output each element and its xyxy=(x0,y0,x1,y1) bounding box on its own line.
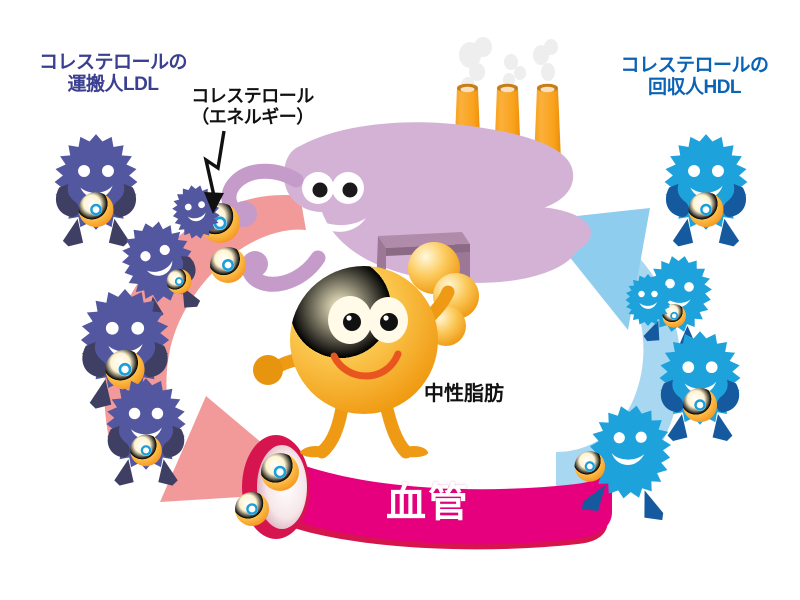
label-ldl: コレステロールの 運搬人LDL xyxy=(38,52,188,96)
hdl-character xyxy=(574,400,677,521)
hdl-character xyxy=(659,331,741,441)
label-hdl: コレステロールの 回収人HDL xyxy=(620,55,769,99)
ldl-arms xyxy=(82,341,168,378)
ldl-arms xyxy=(55,183,137,217)
liver-character xyxy=(221,37,591,292)
ldl-character xyxy=(112,212,204,322)
cholesterol-particle xyxy=(78,192,114,228)
ldl-character xyxy=(168,181,224,243)
cholesterol-particle xyxy=(130,434,162,467)
hdl-legs xyxy=(672,218,740,247)
hdl-arms xyxy=(660,379,740,413)
hdl-arms xyxy=(665,183,747,217)
cholesterol-particle xyxy=(574,451,606,482)
cholesterol-particle xyxy=(210,247,246,283)
ldl-character xyxy=(54,134,138,247)
hdl-character xyxy=(625,274,671,326)
hdl-legs xyxy=(667,414,733,441)
label-triglyceride: 中性脂肪 xyxy=(424,383,504,405)
hdl-character xyxy=(664,134,748,247)
ldl-arms xyxy=(107,425,185,458)
cholesterol-particle xyxy=(682,387,718,423)
cholesterol-particle xyxy=(166,268,192,294)
cholesterol-particle-in-vessel xyxy=(261,453,299,491)
cholesterol-particle xyxy=(662,304,686,328)
black-pointer-arrow xyxy=(203,130,226,214)
blood-vessel xyxy=(235,435,612,550)
label-blood-vessel: 血管 xyxy=(386,481,470,525)
ldl-character xyxy=(106,378,186,486)
cholesterol-particle-in-vessel xyxy=(235,492,269,526)
ldl-legs xyxy=(62,218,130,247)
cholesterol-particle xyxy=(688,192,724,228)
ldl-character xyxy=(80,289,170,409)
triglyceride-character xyxy=(253,242,479,459)
label-cholesterol-energy: コレステロール （エネルギー） xyxy=(191,86,314,128)
ldl-legs xyxy=(114,459,178,486)
cholesterol-particle xyxy=(105,349,145,389)
hdl-legs xyxy=(582,484,664,521)
